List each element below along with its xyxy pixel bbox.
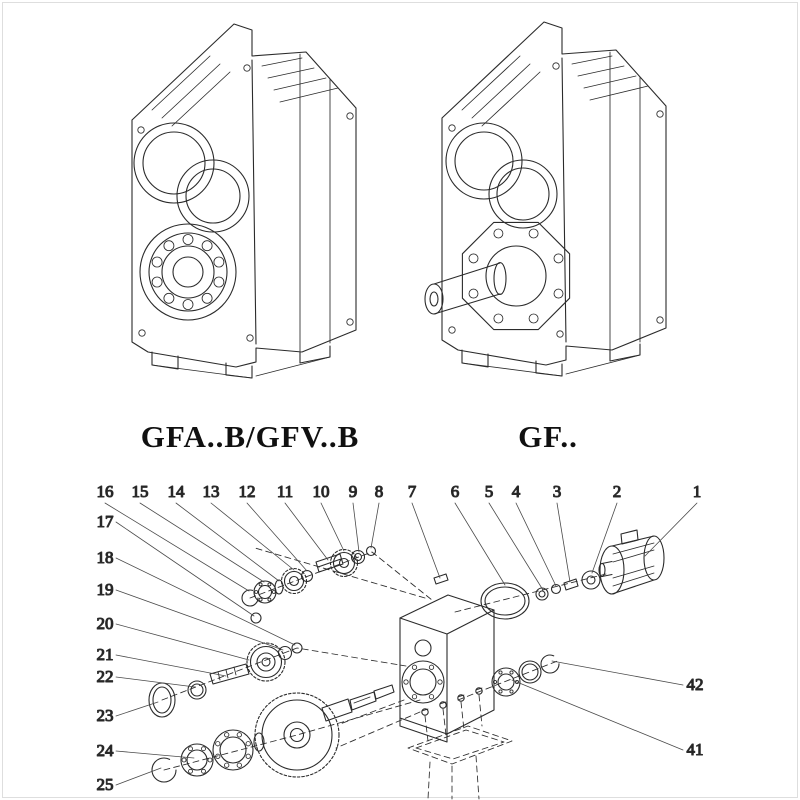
callout-2: 2: [613, 482, 622, 501]
intermediate-parts: [148, 612, 303, 718]
input-shaft-parts: [241, 545, 449, 607]
callout-22: 22: [97, 667, 114, 686]
motor: [598, 529, 665, 595]
callout-17: 17: [97, 512, 115, 531]
leader-line-9: [352, 502, 360, 553]
callout-20: 20: [97, 614, 114, 633]
callout-13: 13: [203, 482, 220, 501]
mounting-feet-right: [461, 343, 641, 377]
model-label-right: GF..: [518, 419, 578, 454]
callout-41: 41: [687, 740, 704, 759]
callout-19: 19: [97, 580, 114, 599]
leader-line-4: [515, 502, 557, 587]
exploded-diagram: 1234567891011121314151617181920212223242…: [96, 481, 704, 800]
callout-21: 21: [97, 645, 114, 664]
leader-line-12: [246, 502, 308, 572]
right-side-parts: [480, 570, 601, 620]
leader-line-19: [115, 589, 284, 651]
leader-line-8: [370, 502, 380, 549]
leader-line-22: [115, 676, 196, 688]
callout-8: 8: [375, 482, 384, 501]
housing-screws-right: [448, 62, 664, 338]
output-shaft: [424, 261, 507, 315]
callout-10: 10: [313, 482, 330, 501]
leader-line-25: [115, 767, 162, 786]
leader-line-3: [556, 502, 571, 583]
callout-12: 12: [239, 482, 256, 501]
callout-6: 6: [451, 482, 460, 501]
leader-line-42: [551, 660, 684, 686]
output-flange: [461, 221, 571, 331]
leader-line-5: [488, 502, 544, 591]
callout-1: 1: [693, 482, 702, 501]
callout-25: 25: [97, 775, 114, 794]
cooling-ribs-left: [151, 53, 339, 352]
callout-7: 7: [408, 482, 417, 501]
leader-line-41: [511, 679, 684, 751]
callouts-layer: 1234567891011121314151617181920212223242…: [96, 481, 704, 794]
leader-line-18: [115, 557, 296, 646]
callout-24: 24: [97, 741, 115, 760]
leader-line-7: [411, 502, 441, 579]
callout-15: 15: [132, 482, 149, 501]
callout-16: 16: [97, 482, 114, 501]
callout-18: 18: [97, 548, 114, 567]
cooling-ribs-right: [461, 51, 649, 351]
leader-line-2: [591, 502, 618, 574]
model-label-left: GFA..B/GFV..B: [141, 419, 360, 454]
housing: [399, 594, 495, 743]
callout-42: 42: [687, 675, 704, 694]
leader-line-13: [210, 502, 295, 571]
figure-left-gearbox: [131, 23, 357, 379]
leader-line-16: [104, 502, 250, 592]
callout-4: 4: [512, 482, 521, 501]
cover-plate: [407, 687, 513, 800]
output-shaft-parts: [151, 684, 395, 783]
callout-9: 9: [349, 482, 358, 501]
mounting-feet-left: [151, 345, 331, 379]
leader-line-20: [115, 623, 250, 661]
output-rings: [491, 654, 560, 697]
figure-right-gearbox: [424, 21, 667, 377]
callout-11: 11: [277, 482, 293, 501]
leader-line-21: [115, 654, 227, 677]
leader-line-23: [115, 701, 159, 717]
leader-line-24: [115, 750, 195, 759]
callout-14: 14: [168, 482, 186, 501]
leader-line-17: [115, 521, 255, 617]
callout-23: 23: [97, 706, 114, 725]
input-bore-circles: [133, 122, 250, 233]
leader-line-14: [175, 502, 280, 582]
cover-screws: [421, 687, 483, 716]
callout-3: 3: [553, 482, 562, 501]
leader-line-10: [320, 502, 345, 552]
leader-line-6: [454, 502, 506, 586]
leader-line-11: [284, 502, 329, 561]
housing-screws-left: [137, 64, 354, 342]
leader-line-1: [644, 502, 698, 557]
callout-5: 5: [485, 482, 494, 501]
leader-line-15: [139, 502, 265, 583]
output-bearing: [139, 223, 237, 321]
assembly-axes: [161, 547, 607, 771]
input-bore-circles-right: [445, 122, 558, 229]
